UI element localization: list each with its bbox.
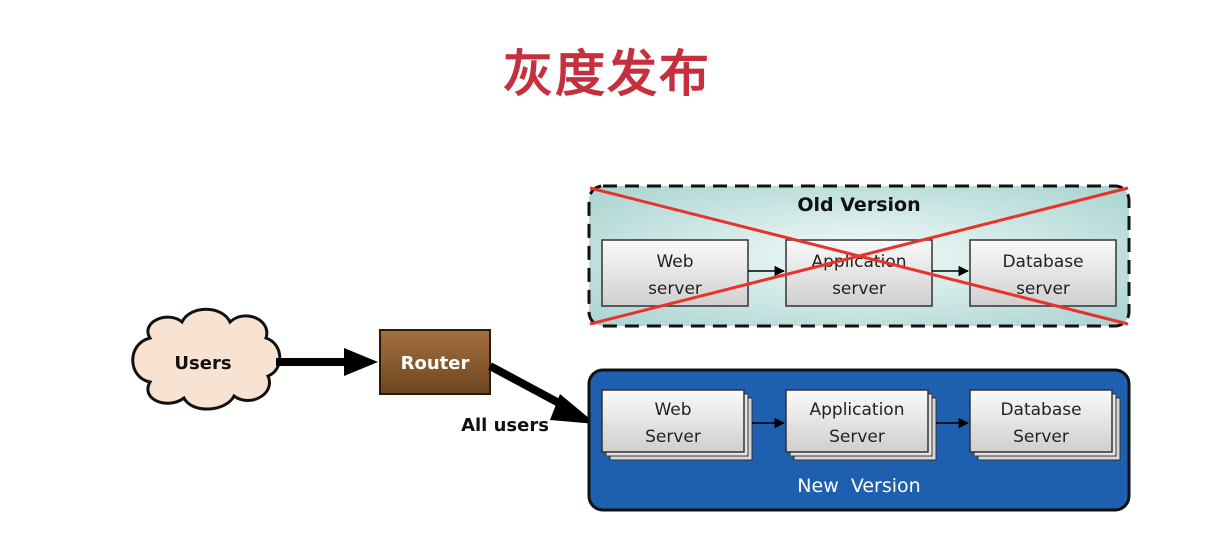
new-version-group: Web Server Application Server Database S… xyxy=(587,368,1131,512)
svg-text:Application: Application xyxy=(812,252,907,272)
cross-line-2 xyxy=(589,186,1129,326)
svg-text:server: server xyxy=(648,279,702,299)
new-web-server: Web Server xyxy=(601,389,753,461)
users-label: Users xyxy=(174,353,231,374)
old-web-server: Web server xyxy=(601,239,749,307)
svg-text:Application: Application xyxy=(810,400,905,420)
users-cloud: Users xyxy=(131,307,282,411)
svg-text:Server: Server xyxy=(645,427,701,447)
arrowhead-users-router xyxy=(344,348,378,376)
svg-text:Web: Web xyxy=(656,252,693,272)
svg-text:Database: Database xyxy=(1000,400,1081,420)
arrowhead-router-new xyxy=(550,394,596,424)
router-box: Router xyxy=(379,329,491,395)
svg-text:Database: Database xyxy=(1002,252,1083,272)
svg-text:server: server xyxy=(832,279,886,299)
cloud-shape xyxy=(131,307,282,411)
svg-text:Server: Server xyxy=(1013,427,1069,447)
router-label: Router xyxy=(401,353,470,374)
new-application-server: Application Server xyxy=(785,389,937,461)
old-database-server: Database server xyxy=(969,239,1117,307)
new-version-label: New Version xyxy=(797,475,920,497)
new-database-server: Database Server xyxy=(969,389,1121,461)
old-version-group: Old Version Web server Application serve… xyxy=(587,184,1131,328)
edge-label-all-users: All users xyxy=(461,415,549,436)
old-version-label: Old Version xyxy=(797,194,920,216)
svg-text:Web: Web xyxy=(654,400,691,420)
svg-text:server: server xyxy=(1016,279,1070,299)
old-application-server: Application server xyxy=(785,239,933,307)
page-title: 灰度发布 xyxy=(503,45,711,103)
svg-text:Server: Server xyxy=(829,427,885,447)
